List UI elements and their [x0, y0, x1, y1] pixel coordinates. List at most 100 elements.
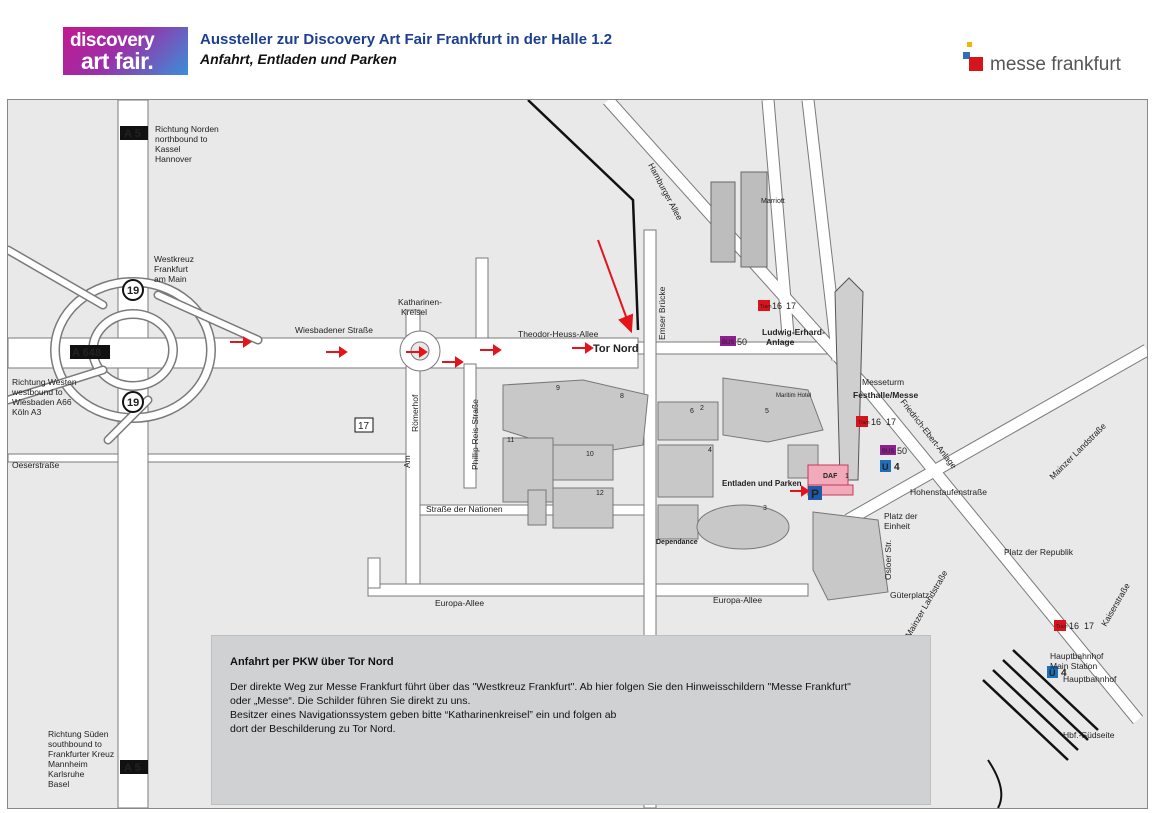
directions-line-1: Der direkte Weg zur Messe Frankfurt führ…: [230, 681, 851, 693]
reis-road: [463, 363, 477, 489]
south-line5: Karlsruhe: [48, 769, 85, 779]
route-19-south-label: 19: [127, 397, 139, 409]
messeturm-label: Messeturm: [862, 377, 904, 387]
marriott-label: Marriott: [761, 198, 785, 205]
europa-label-2: Europa-Allee: [713, 595, 762, 605]
roemerhof-road: [405, 309, 421, 585]
west-line2: westbound to: [11, 387, 63, 397]
kaiser-label: Kaiserstraße: [1099, 581, 1132, 628]
south-line4: Mannheim: [48, 759, 88, 769]
directions-panel: Anfahrt per PKW über Tor Nord Der direkt…: [211, 635, 931, 805]
marriott-tower: [710, 171, 768, 268]
south-line2: southbound to: [48, 739, 102, 749]
tram-label-2: Tram: [858, 420, 869, 426]
roemerhof-label: Römerhof: [410, 394, 420, 432]
bus-badge-1: [720, 336, 736, 346]
a5-south-label: A 5: [124, 762, 141, 774]
ubahn-u-1: U: [882, 462, 889, 472]
tram-badge-3: [1054, 620, 1066, 631]
a5-north-shield: [120, 126, 148, 140]
tram-16-3: 16: [1069, 621, 1079, 631]
a5-north-label: A 5: [124, 128, 141, 140]
north-line1: Richtung Norden: [155, 124, 219, 134]
oeser-label: Oeserstraße: [12, 460, 60, 470]
station-tracks: [982, 649, 1099, 761]
katharinen-line1: Katharinen-: [398, 297, 442, 307]
westkreuz-line1: Westkreuz: [154, 254, 194, 264]
west-line4: Köln A3: [12, 407, 42, 417]
bus-badge-2: [880, 445, 896, 455]
directions-heading: Anfahrt per PKW über Tor Nord: [230, 656, 394, 668]
route-19-north: [122, 279, 144, 301]
oeser-road: [8, 453, 119, 463]
a648-shield: [70, 345, 110, 359]
wiesbadener-label: Wiesbadener Straße: [295, 325, 373, 335]
a5-highway: [117, 100, 149, 808]
dependance-label: Dependance: [656, 539, 698, 546]
hall-12: 12: [596, 490, 604, 497]
rail-line: [527, 100, 640, 331]
reis-label: Phillip-Reis-Straße: [470, 399, 480, 470]
route-17-label: 17: [358, 421, 370, 432]
map-canvas: P DAF A 5 A 5 A 648 19 19 17 BUS 50 BUS …: [8, 100, 1147, 808]
ubahn-u-2: U: [1049, 668, 1056, 678]
a648-label: A 648: [72, 347, 101, 359]
route-19-south: [122, 391, 144, 413]
hall-2: 2: [700, 405, 704, 412]
south-line1: Richtung Süden: [48, 729, 109, 739]
hall-9: 9: [556, 385, 560, 392]
south-line6: Basel: [48, 779, 69, 789]
tram-badge-2: [856, 416, 868, 427]
europa-allee-road: [367, 583, 809, 597]
westkreuz-line2: Frankfurt: [154, 264, 189, 274]
logo-line1: discovery: [70, 30, 155, 51]
rail-south: [987, 759, 1003, 808]
tram-16-1: 16: [772, 301, 782, 311]
ubahn-badge-1: [880, 460, 891, 472]
europa-label-1: Europa-Allee: [435, 598, 484, 608]
maritim-label: Maritim Hotel: [776, 393, 811, 399]
ubahn-badge-2: [1047, 666, 1058, 678]
bus-label-1: BUS: [722, 340, 734, 346]
osloer-label: Osloer Str.: [883, 540, 893, 580]
westkreuz-line3: am Main: [154, 274, 187, 284]
route-17-shield: [354, 417, 374, 433]
suedseite-label: Hbf.-Südseite: [1063, 730, 1115, 740]
festhalle-label: Festhalle/Messe: [853, 390, 918, 400]
directions-text: Der direkte Weg zur Messe Frankfurt führ…: [230, 680, 910, 736]
route-arrows: [230, 239, 810, 497]
tram-label-3: Tram: [1056, 624, 1067, 630]
platz-republik-label: Platz der Republik: [1004, 547, 1074, 557]
route-19-north-label: 19: [127, 285, 139, 297]
daf-label: DAF: [823, 473, 838, 480]
hall-8: 8: [620, 393, 624, 400]
exhibition-halls: [502, 377, 889, 601]
tram-17-1: 17: [786, 301, 796, 311]
north-road: [475, 257, 489, 339]
nationen-label: Straße der Nationen: [426, 504, 503, 514]
hohenstaufen-label: Hohenstaufenstraße: [910, 487, 987, 497]
katharinen-line2: Kreisel: [401, 307, 427, 317]
directions-line-2: oder „Messe“. Die Schilder führen Sie di…: [230, 695, 471, 707]
roads: [8, 100, 839, 808]
messe-logo-icon: [963, 42, 983, 71]
tram-label-1: Tram: [760, 304, 771, 310]
map-labels: Richtung Norden northbound to Kassel Han…: [11, 124, 1117, 789]
ubahn-4-2: 4: [1061, 668, 1067, 679]
south-line3: Frankfurter Kreuz: [48, 749, 114, 759]
directions-line-4: dort der Beschilderung zu Tor Nord.: [230, 723, 396, 735]
hbf-line2: Main Station: [1050, 661, 1098, 671]
hall-11: 11: [507, 437, 514, 444]
am-label: Am: [402, 455, 412, 468]
west-line1: Richtung Westen: [12, 377, 77, 387]
directions-line-3: Besitzer eines Navigationssystem geben b…: [230, 709, 617, 721]
hall-3: 3: [763, 505, 767, 512]
page-title: Aussteller zur Discovery Art Fair Frankf…: [200, 31, 613, 48]
emser-label: Emser Brücke: [657, 286, 667, 340]
tor-nord-label: Tor Nord: [593, 343, 639, 355]
theodor-heuss-road: [8, 337, 639, 369]
einheit-line1: Platz der: [884, 511, 918, 521]
hall-1: 1: [845, 473, 849, 480]
north-line3: Kassel: [155, 144, 181, 154]
messe-frankfurt-logo: messe frankfurt: [958, 38, 1133, 78]
